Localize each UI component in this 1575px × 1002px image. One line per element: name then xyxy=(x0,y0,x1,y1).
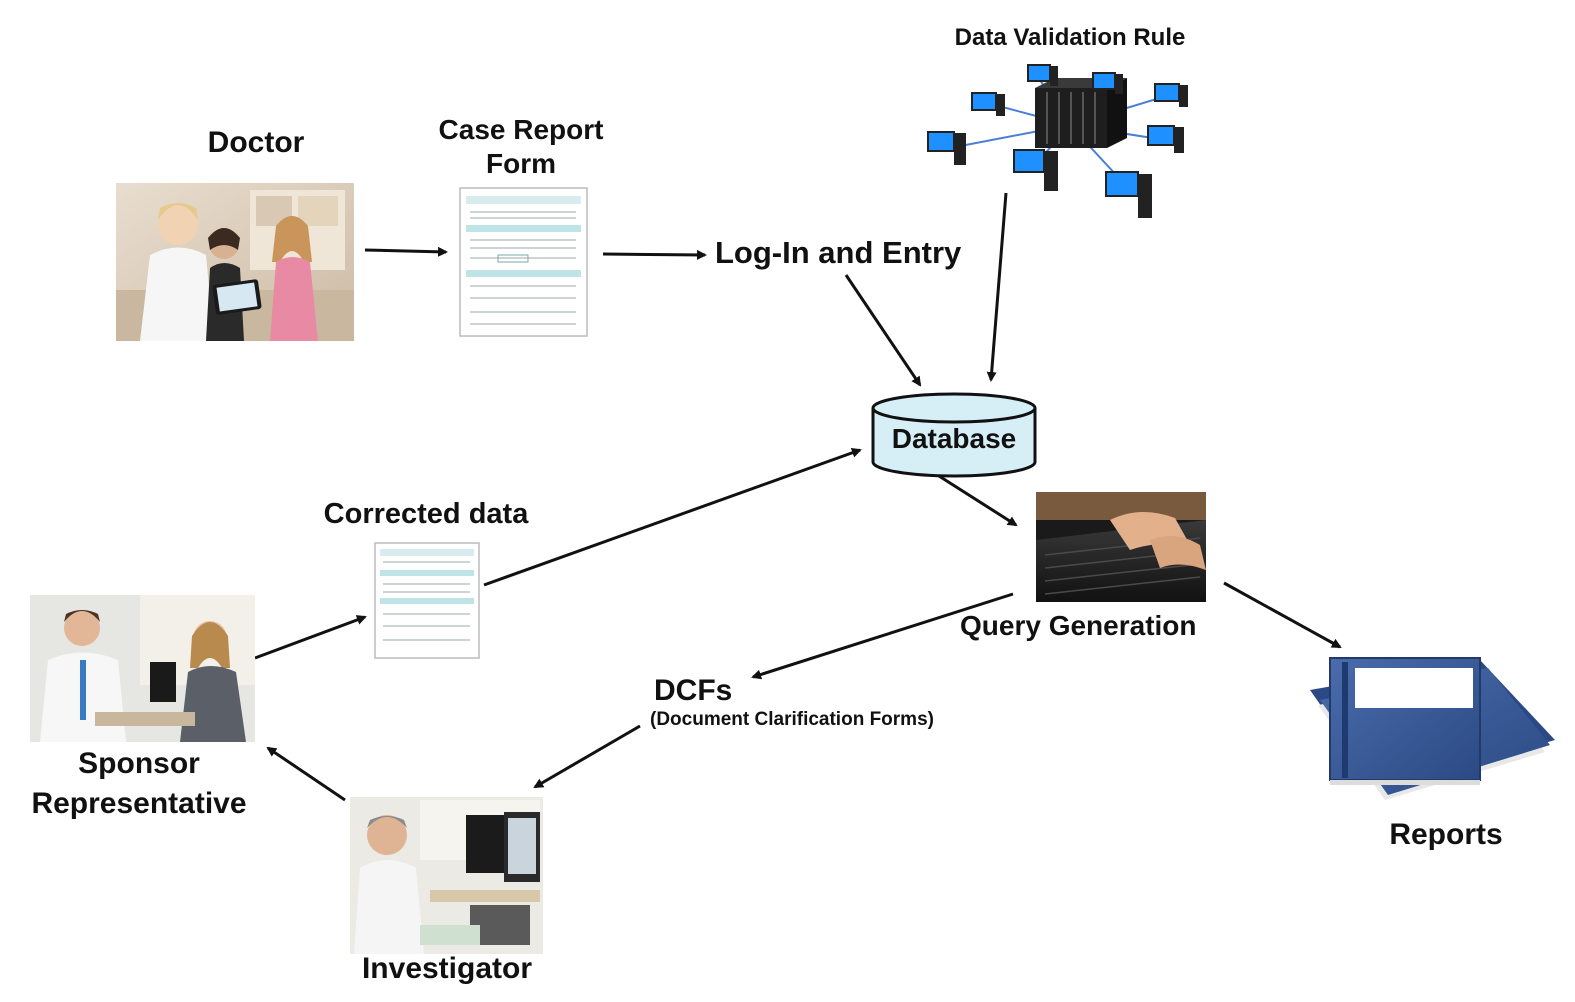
query-generation-label: Query Generation xyxy=(960,610,1197,641)
case-report-form-image xyxy=(459,187,588,337)
arrow-database-to-query xyxy=(938,474,1018,527)
dcfs-sublabel: (Document Clarification Forms) xyxy=(650,709,934,730)
investigator-photo xyxy=(350,797,543,954)
arrow-validation-to-database xyxy=(986,192,1008,382)
arrow-sponsor-to-corrected xyxy=(254,615,367,660)
corrected-data-label: Corrected data xyxy=(323,498,529,530)
arrow-investigator-to-sponsor xyxy=(266,746,346,802)
investigator-label: Investigator xyxy=(361,952,533,985)
doctor-label: Doctor xyxy=(207,126,305,159)
sponsor-label-line2: Representative xyxy=(31,787,247,820)
corrected-data-form-image xyxy=(374,542,480,659)
sponsor-label-line1: Sponsor xyxy=(78,747,200,780)
arrow-login-to-database xyxy=(844,274,922,387)
arrow-corrected-to-database xyxy=(483,447,862,587)
reports-image xyxy=(1310,657,1555,800)
arrows xyxy=(254,192,1342,802)
dcfs-label: DCFs xyxy=(654,674,733,707)
query-generation-image xyxy=(1036,492,1206,602)
case-report-form-label-line2: Form xyxy=(486,148,556,179)
case-report-form-label-line1: Case Report xyxy=(438,114,604,145)
sponsor-representative-label: Sponsor Representative xyxy=(16,744,262,824)
database-cylinder: Database xyxy=(871,392,1037,478)
case-report-form-label: Case Report Form xyxy=(420,113,622,181)
data-validation-network-image xyxy=(927,64,1188,218)
arrow-dcfs-to-investigator xyxy=(533,724,641,789)
data-validation-rule-label: Data Validation Rule xyxy=(954,24,1186,51)
doctor-photo xyxy=(116,183,354,341)
sponsor-representative-photo xyxy=(30,595,255,742)
arrow-query-to-dcfs xyxy=(751,592,1014,680)
arrow-crf-to-login xyxy=(602,249,707,260)
login-entry-label: Log-In and Entry xyxy=(715,235,962,270)
arrow-query-to-reports xyxy=(1223,581,1342,649)
arrow-doctor-to-crf xyxy=(364,246,448,257)
database-label: Database xyxy=(892,423,1017,454)
reports-label: Reports xyxy=(1389,818,1503,851)
